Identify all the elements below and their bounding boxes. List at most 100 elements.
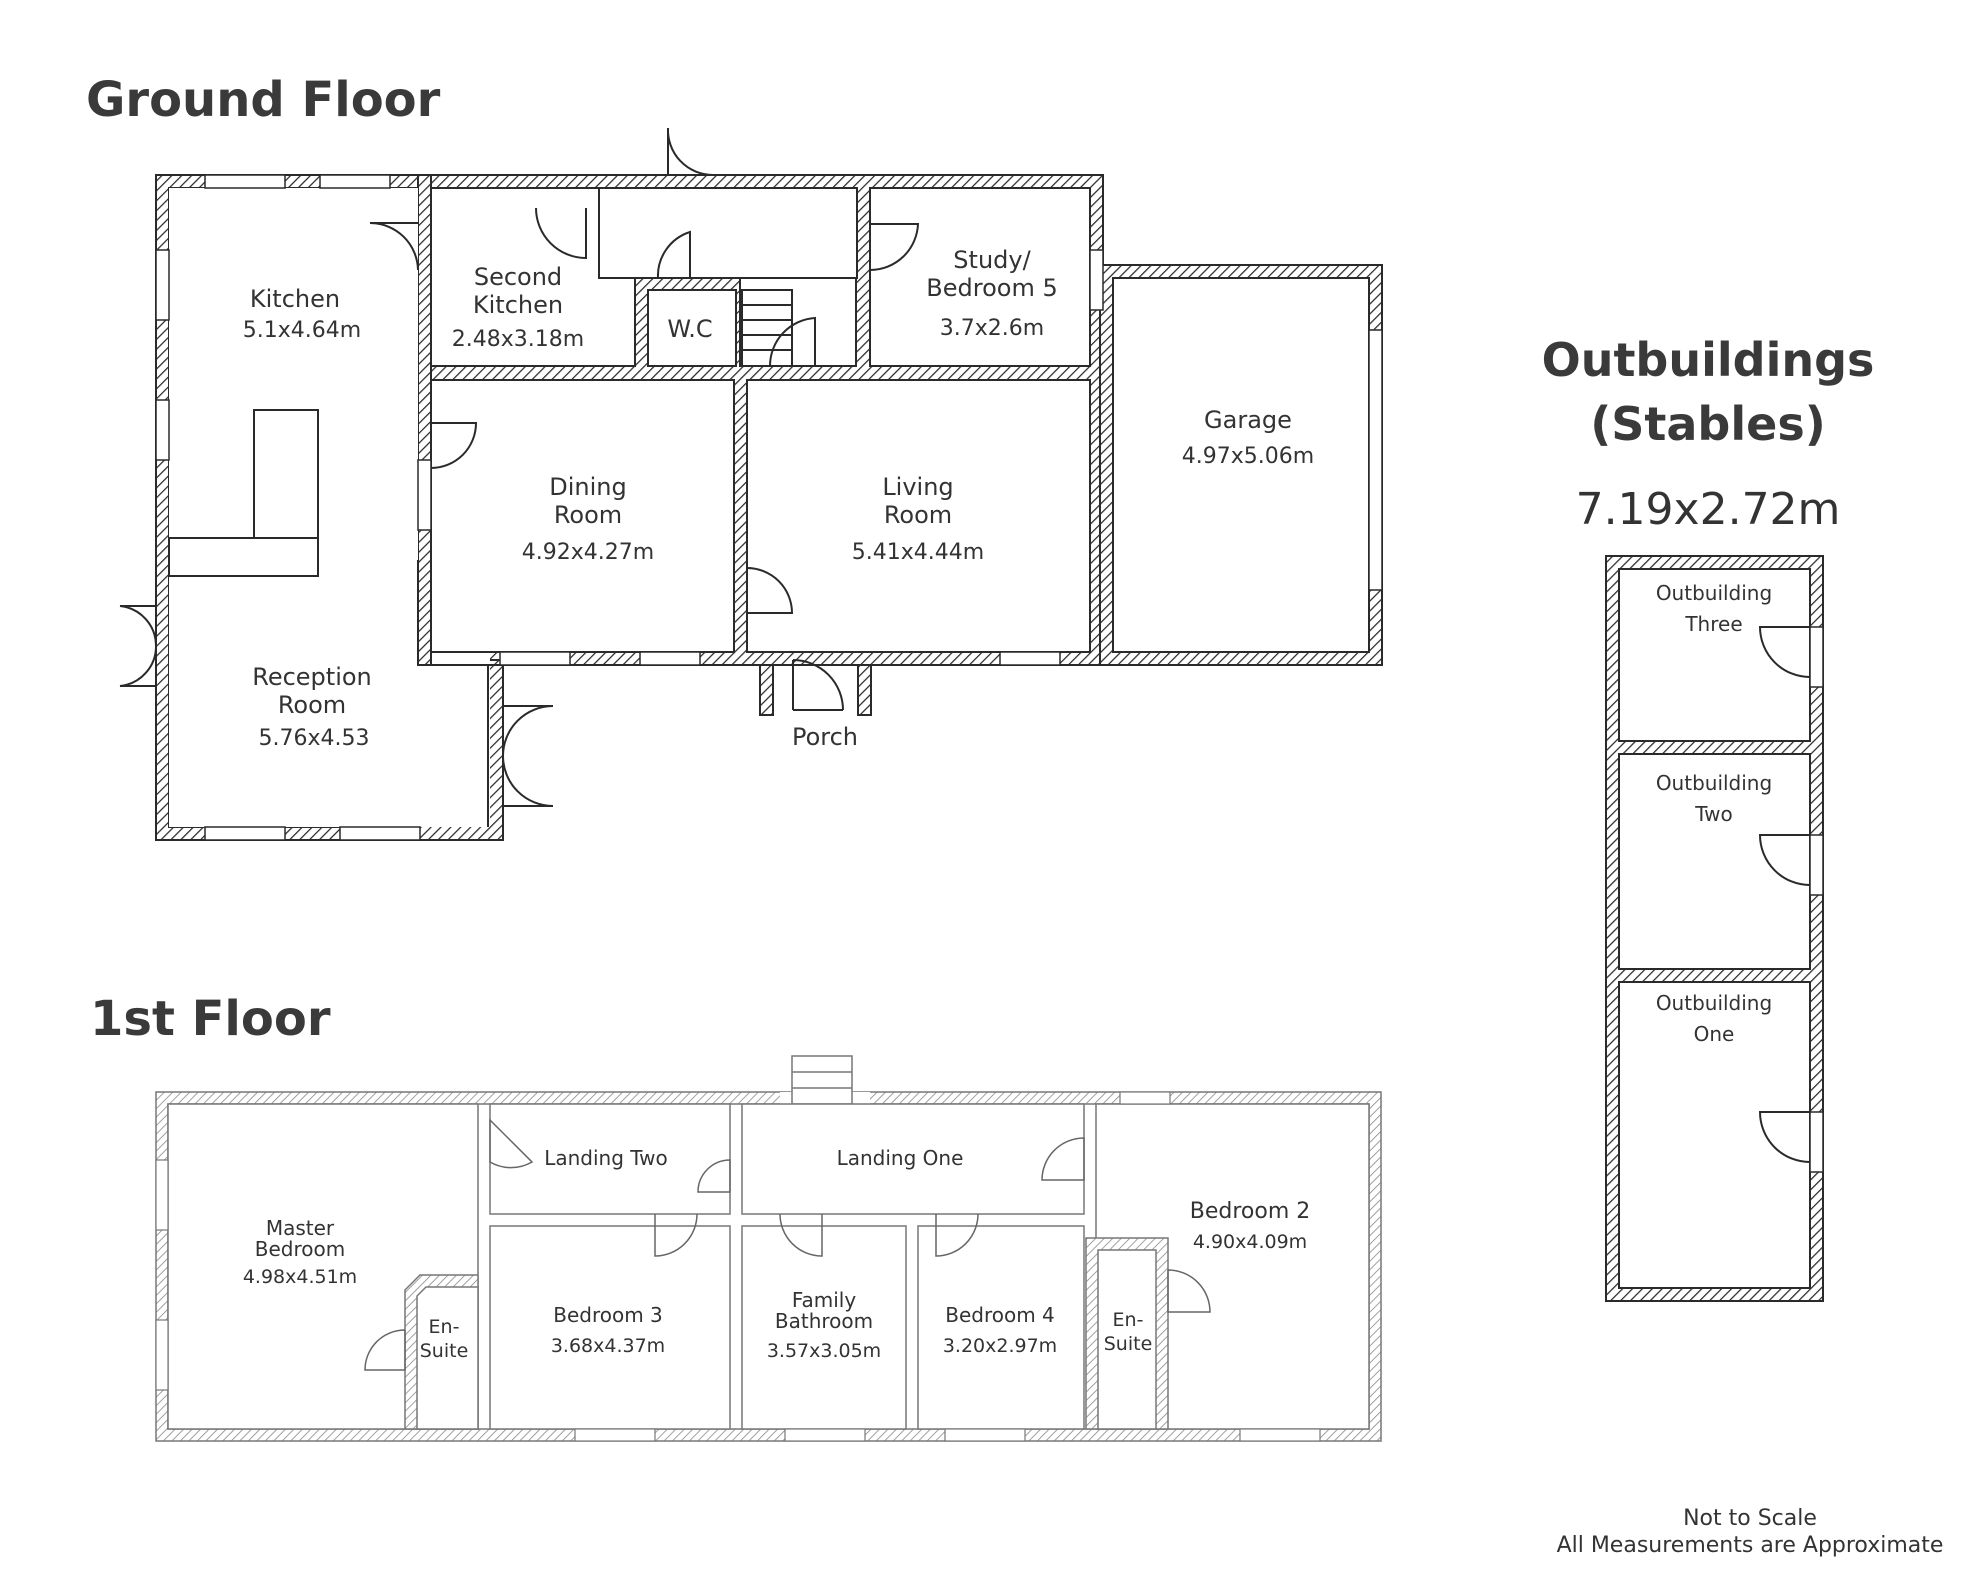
dining-window-south xyxy=(499,651,571,666)
outbuilding-three-door[interactable] xyxy=(1758,626,1811,678)
ensuite-2-room xyxy=(1097,1249,1157,1430)
living-label-2: Room xyxy=(884,501,952,529)
ensuite-2-door[interactable] xyxy=(1167,1269,1211,1313)
ensuite-1-door[interactable] xyxy=(364,1329,406,1371)
ensuite-2-label-1: En- xyxy=(1113,1309,1144,1331)
ground-floor-plan: Kitchen 5.1x4.64m Second Kitchen 2.48x3.… xyxy=(119,127,1383,841)
dining-window-south-2 xyxy=(639,651,701,666)
ensuite-1-label-1: En- xyxy=(429,1316,460,1338)
kitchen-island-vertical xyxy=(253,409,319,541)
reception-label-2: Room xyxy=(278,691,346,719)
outbuildings-dimension: 7.19x2.72m xyxy=(1576,484,1841,535)
back-door[interactable] xyxy=(666,127,714,177)
living-room xyxy=(746,379,1091,653)
kitchen-window-west-2 xyxy=(155,399,170,461)
bedroom-4-label: Bedroom 4 xyxy=(945,1303,1055,1327)
outbuilding-three-label-1: Outbuilding xyxy=(1656,581,1772,605)
family-bathroom-label-1: Family xyxy=(792,1288,857,1312)
landing-one-door[interactable] xyxy=(1041,1137,1085,1181)
kitchen-label: Kitchen xyxy=(250,285,340,313)
measurements-note: All Measurements are Approximate xyxy=(1557,1533,1944,1558)
dining-dimension: 4.92x4.27m xyxy=(522,540,654,565)
kitchen-door[interactable] xyxy=(369,222,419,271)
second-kitchen-door[interactable] xyxy=(535,207,587,260)
outbuildings-heading: Outbuildings xyxy=(1542,333,1875,387)
family-bathroom-dimension: 3.57x3.05m xyxy=(767,1340,881,1362)
bedroom-4-door[interactable] xyxy=(935,1213,979,1257)
garage-room xyxy=(1112,277,1370,653)
dining-room xyxy=(430,379,735,653)
study-door[interactable] xyxy=(869,223,920,272)
bedroom-3-label: Bedroom 3 xyxy=(553,1303,663,1327)
bedroom-3-dimension: 3.68x4.37m xyxy=(551,1335,665,1357)
wc-label: W.C xyxy=(667,315,712,343)
master-bedroom-label-1: Master xyxy=(266,1216,335,1240)
outbuilding-one-door[interactable] xyxy=(1758,1111,1811,1163)
bedroom-3-room xyxy=(489,1225,731,1430)
wc-room xyxy=(647,289,737,367)
reception-window-south-2 xyxy=(339,826,421,841)
first-floor-heading: 1st Floor xyxy=(90,991,331,1047)
reception-west-doors[interactable] xyxy=(119,605,158,687)
master-bedroom-label-2: Bedroom xyxy=(255,1237,345,1261)
living-label-1: Living xyxy=(882,473,953,501)
second-kitchen-dimension: 2.48x3.18m xyxy=(452,327,584,352)
outbuilding-two-label-1: Outbuilding xyxy=(1656,771,1772,795)
landing-one-label: Landing One xyxy=(837,1146,964,1170)
not-to-scale-note: Not to Scale xyxy=(1683,1506,1817,1531)
wc-door[interactable] xyxy=(656,230,691,279)
hall-room xyxy=(598,187,858,279)
outbuilding-one-label-1: Outbuilding xyxy=(1656,991,1772,1015)
dining-window-west xyxy=(417,459,432,531)
study-window-east xyxy=(1089,249,1104,311)
landing-two-east-door[interactable] xyxy=(697,1159,731,1193)
kitchen-island-horizontal xyxy=(168,537,319,577)
kitchen-window-north-2 xyxy=(319,174,391,189)
kitchen-east-wall xyxy=(417,174,432,666)
reception-east-doors[interactable] xyxy=(502,705,554,807)
living-dimension: 5.41x4.44m xyxy=(852,540,984,565)
study-room xyxy=(869,187,1091,367)
landing-two-door[interactable] xyxy=(489,1118,534,1169)
outbuilding-one-room xyxy=(1618,981,1811,1289)
dining-label-1: Dining xyxy=(549,473,626,501)
study-label-1: Study/ xyxy=(953,246,1031,274)
ensuite-1-room xyxy=(416,1286,479,1430)
dining-label-2: Room xyxy=(554,501,622,529)
study-label-2: Bedroom 5 xyxy=(926,274,1057,302)
ground-floor-heading: Ground Floor xyxy=(86,72,441,128)
outbuilding-two-door[interactable] xyxy=(1758,834,1811,886)
first-floor-plan: Master Bedroom 4.98x4.51m En- Suite Land… xyxy=(155,1055,1382,1442)
second-kitchen-label-2: Kitchen xyxy=(473,291,563,319)
kitchen-dimension: 5.1x4.64m xyxy=(243,318,361,343)
garage-dimension: 4.97x5.06m xyxy=(1182,444,1314,469)
living-window-south xyxy=(999,651,1061,666)
living-door[interactable] xyxy=(746,567,794,614)
outbuildings-plan: Outbuilding Three Outbuilding Two Outbui… xyxy=(1605,555,1824,1302)
family-bathroom-door[interactable] xyxy=(779,1213,823,1257)
kitchen-window-west xyxy=(155,249,170,321)
porch-door[interactable] xyxy=(792,659,844,711)
outbuildings-subheading: (Stables) xyxy=(1590,397,1825,451)
bedroom-2-dimension: 4.90x4.09m xyxy=(1193,1231,1307,1253)
outbuilding-two-room xyxy=(1618,753,1811,970)
garage-label: Garage xyxy=(1204,406,1292,434)
bedroom-4-room xyxy=(917,1225,1085,1430)
family-bathroom-label-2: Bathroom xyxy=(775,1309,873,1333)
outbuilding-three-room xyxy=(1618,568,1811,742)
reception-label-1: Reception xyxy=(252,663,372,691)
bedroom-3-door[interactable] xyxy=(654,1213,698,1257)
ensuite-1-label-2: Suite xyxy=(420,1340,469,1362)
outbuilding-three-label-2: Three xyxy=(1684,612,1742,636)
dining-door[interactable] xyxy=(430,422,478,469)
reception-window-south xyxy=(204,826,286,841)
second-kitchen-label-1: Second xyxy=(474,263,562,291)
porch-walls xyxy=(759,664,872,716)
outbuilding-two-label-2: Two xyxy=(1694,802,1733,826)
porch-label: Porch xyxy=(792,723,858,751)
kitchen-window-north xyxy=(204,174,286,189)
bedroom-2-label: Bedroom 2 xyxy=(1190,1199,1311,1224)
landing-one-room xyxy=(741,1103,1085,1215)
hall-door[interactable] xyxy=(768,316,816,367)
bedroom-4-dimension: 3.20x2.97m xyxy=(943,1335,1057,1357)
